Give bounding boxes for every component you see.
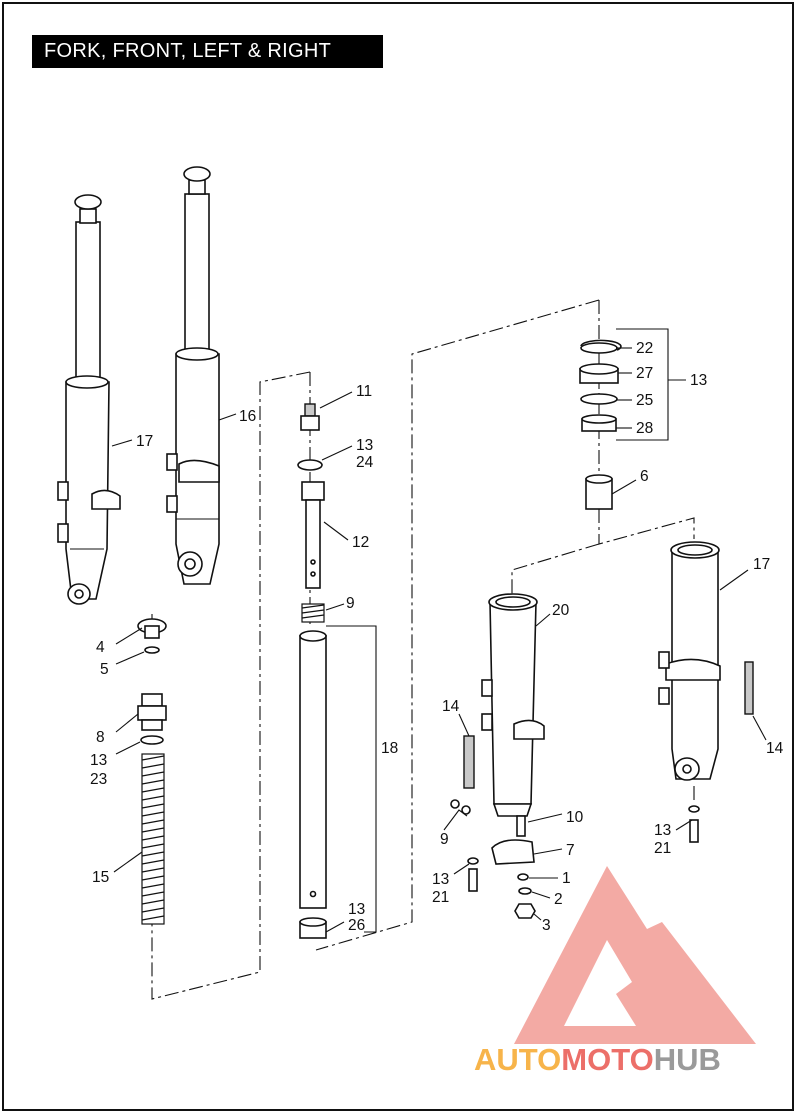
- assembly-line-left: [151, 371, 311, 1000]
- part-axle-cap: [491, 839, 535, 865]
- part-ring-lower-left: [140, 735, 164, 745]
- callout-17-left: 17: [136, 433, 153, 450]
- callout-21-right: 21: [654, 840, 671, 857]
- callout-17-right: 17: [753, 556, 770, 573]
- logo-triangle: [514, 866, 756, 1044]
- callout-23: 23: [90, 771, 107, 788]
- callout-13-left: 13: [90, 752, 107, 769]
- part-upper-bushing: [585, 474, 613, 510]
- fork-assembly-right: [166, 166, 220, 585]
- part-fork-slider-right: [658, 541, 721, 781]
- callout-13-bolt-left: 13: [432, 871, 449, 888]
- part-damper-valve: [300, 403, 320, 431]
- callout-13-kit: 13: [690, 372, 707, 389]
- callout-10: 10: [566, 809, 584, 826]
- callout-25: 25: [636, 392, 653, 409]
- callout-24: 24: [356, 454, 374, 471]
- part-reflector-left: [463, 735, 475, 789]
- part-nut: [514, 903, 536, 919]
- part-washer: [517, 873, 529, 881]
- callout-13-upper: 13: [356, 437, 373, 454]
- part-fork-tube: [299, 630, 327, 909]
- part-rebound-spring: [301, 603, 325, 623]
- callout-5: 5: [100, 661, 109, 678]
- callout-18: 18: [381, 740, 398, 757]
- callout-4: 4: [96, 639, 105, 656]
- part-fork-spring: [141, 753, 165, 925]
- part-lockwasher: [518, 887, 532, 895]
- part-seal-kit-retaining-clip: [580, 342, 618, 354]
- fork-exploded-diagram: AUTOMOTOHUB: [57, 166, 784, 1077]
- callout-27: 27: [636, 365, 653, 382]
- part-o-ring: [144, 646, 160, 654]
- svg-text:AUTOMOTOHUB: AUTOMOTOHUB: [474, 1042, 721, 1077]
- logo-text-hub: HUB: [654, 1042, 721, 1077]
- callout-11: 11: [356, 383, 372, 400]
- part-fork-plug: [137, 693, 167, 731]
- part-seal-stack: [579, 339, 622, 432]
- callout-7: 7: [566, 842, 575, 859]
- callout-16: 16: [239, 408, 256, 425]
- callout-28: 28: [636, 420, 653, 437]
- part-pinch-bolt-right: [688, 805, 700, 843]
- page-title: FORK, FRONT, LEFT & RIGHT: [32, 35, 383, 68]
- part-fork-cap: [137, 618, 167, 639]
- logo-text-auto: AUTO: [474, 1042, 561, 1077]
- callout-1: 1: [562, 870, 571, 887]
- callout-15: 15: [92, 869, 109, 886]
- part-axle-stud: [516, 815, 526, 837]
- part-bleed-screws: [450, 799, 471, 815]
- assembly-line-slider: [598, 509, 695, 545]
- callout-13-bolt-right: 13: [654, 822, 671, 839]
- callout-3: 3: [542, 917, 551, 934]
- automotohub-logo: AUTOMOTOHUB: [474, 866, 756, 1077]
- callout-26: 26: [348, 917, 365, 934]
- callout-12: 12: [352, 534, 369, 551]
- callout-14-left: 14: [442, 698, 460, 715]
- leader-lines: [111, 328, 767, 933]
- logo-text-moto: MOTO: [561, 1042, 653, 1077]
- callout-6: 6: [640, 468, 649, 485]
- callout-20: 20: [552, 602, 570, 619]
- callout-21-left: 21: [432, 889, 449, 906]
- fork-assembly-left: [57, 194, 121, 605]
- callout-13-bushing: 13: [348, 901, 365, 918]
- callout-labels: 17 16 11 13 24 12 9 18 13 26 4 5 8 13 23…: [90, 340, 784, 934]
- part-reflector-right: [744, 661, 754, 715]
- callout-9-right: 9: [440, 831, 449, 848]
- assembly-line-right: [315, 299, 600, 951]
- part-ring-upper: [297, 459, 323, 471]
- callout-14-right: 14: [766, 740, 784, 757]
- callout-9-center: 9: [346, 595, 355, 612]
- part-fork-slider-left: [481, 593, 545, 817]
- callout-8: 8: [96, 729, 105, 746]
- part-damper-tube: [301, 481, 325, 589]
- part-lower-bushing: [299, 917, 327, 939]
- callout-22: 22: [636, 340, 653, 357]
- assembly-line-slider-left: [511, 543, 600, 594]
- callout-2: 2: [554, 891, 563, 908]
- part-pinch-bolt-left: [467, 857, 479, 892]
